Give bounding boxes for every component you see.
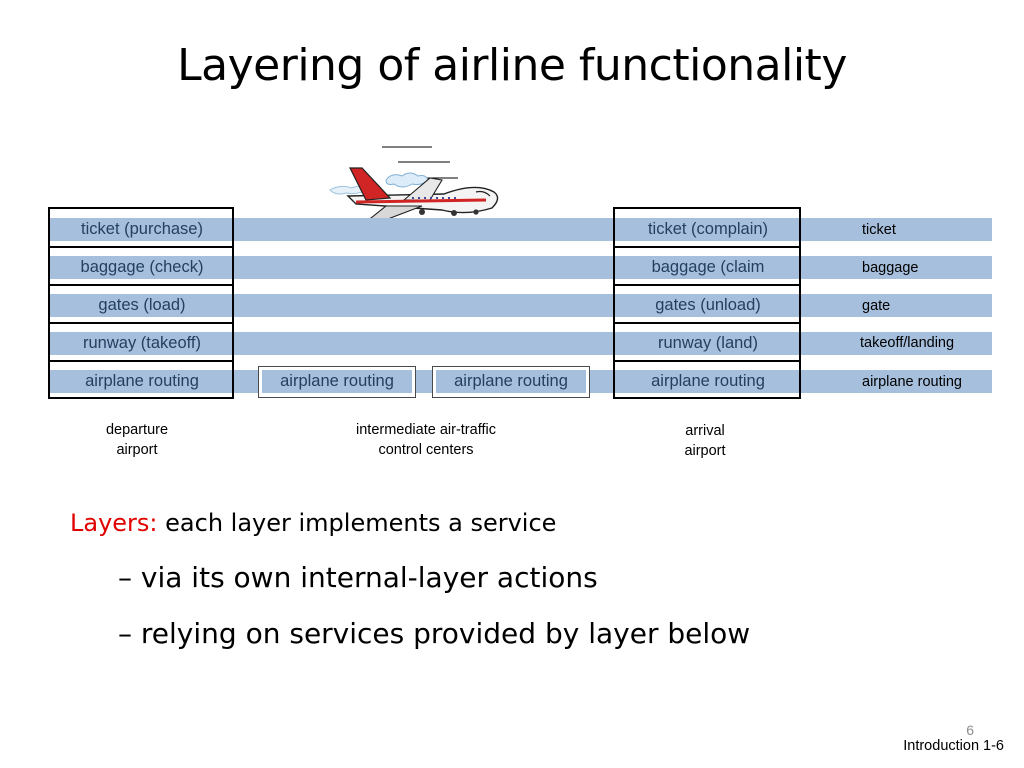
caption-line: departure <box>105 422 169 438</box>
departure-divider <box>50 322 234 324</box>
departure-layer-gates: gates (load) <box>52 294 232 317</box>
arrival-divider <box>615 360 801 362</box>
departure-layer-routing: airplane routing <box>52 370 232 393</box>
arrival-layer-gates: gates (unload) <box>617 294 799 317</box>
arrival-divider <box>615 322 801 324</box>
slide-title: Layering of airline functionality <box>177 40 847 91</box>
arrival-divider <box>615 284 801 286</box>
intermediate-routing-label-1: airplane routing <box>262 370 412 393</box>
caption-line: control centers <box>378 442 474 458</box>
sub-bullet-2: – relying on services provided by layer … <box>118 617 751 650</box>
caption-line: arrival <box>685 423 725 439</box>
sub-bullet-1: – via its own internal-layer actions <box>118 561 598 594</box>
bullet-lead-red: Layers: <box>70 509 158 537</box>
intermediate-routing-label-2: airplane routing <box>436 370 586 393</box>
arrival-airport-caption: arrival airport <box>645 421 765 461</box>
departure-layer-runway: runway (takeoff) <box>52 332 232 355</box>
footer-label: Introduction 1-6 <box>903 738 1004 754</box>
arrival-divider <box>615 246 801 248</box>
arrival-layer-runway: runway (land) <box>617 332 799 355</box>
layer-name-gate: gate <box>862 298 891 314</box>
departure-divider <box>50 246 234 248</box>
page-number: 6 <box>966 722 974 738</box>
caption-line: airport <box>116 442 158 458</box>
layer-name-airplane-routing: airplane routing <box>862 374 962 390</box>
layer-name-takeoff-landing: takeoff/landing <box>860 335 955 351</box>
arrival-layer-ticket: ticket (complain) <box>617 218 799 241</box>
layer-name-baggage: baggage <box>862 260 919 276</box>
bullet-layers: Layers: each layer implements a service <box>70 506 556 540</box>
departure-layer-ticket: ticket (purchase) <box>52 218 232 241</box>
layer-name-ticket: ticket <box>862 222 896 238</box>
airplane-icon <box>329 146 499 222</box>
departure-layer-baggage: baggage (check) <box>52 256 232 279</box>
caption-line: airport <box>684 443 726 459</box>
arrival-layer-baggage: baggage (claim <box>617 256 799 279</box>
bullet-lead-text: each layer implements a service <box>157 509 557 537</box>
departure-stack-frame <box>48 207 234 399</box>
intermediate-caption: intermediate air-traffic control centers <box>326 420 526 460</box>
caption-line: intermediate air-traffic <box>356 422 496 438</box>
arrival-stack-frame <box>613 207 801 399</box>
departure-divider <box>50 360 234 362</box>
arrival-layer-routing: airplane routing <box>617 370 799 393</box>
departure-divider <box>50 284 234 286</box>
departure-airport-caption: departure airport <box>77 420 197 460</box>
